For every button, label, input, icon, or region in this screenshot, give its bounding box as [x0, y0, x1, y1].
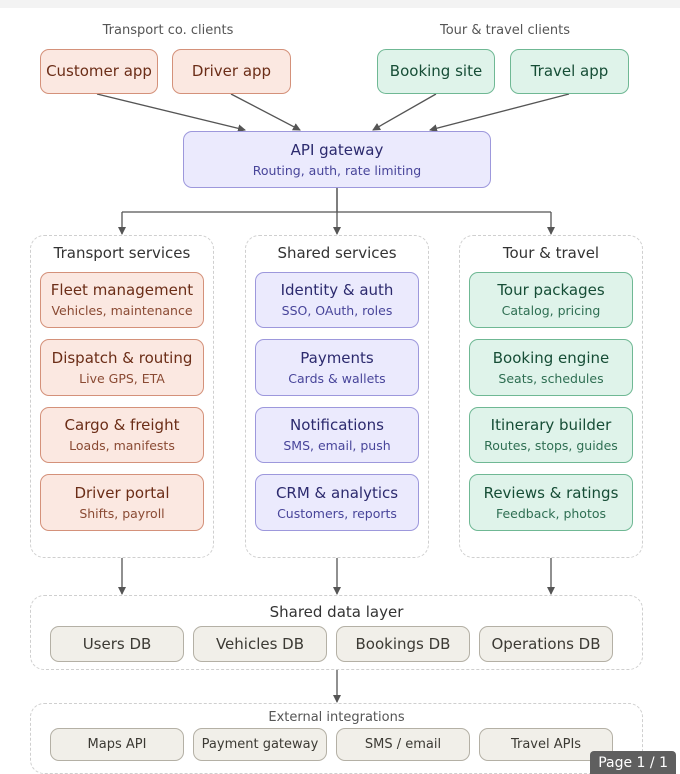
operations-db-box: Operations DB: [479, 626, 613, 662]
shared-services-group: [245, 235, 429, 558]
integration-label: Maps API: [87, 737, 147, 752]
service-subtitle: Routes, stops, guides: [484, 438, 618, 453]
tour-packages-box: Tour packages Catalog, pricing: [469, 272, 633, 328]
crm-analytics-box: CRM & analytics Customers, reports: [255, 474, 419, 531]
api-gateway-title: API gateway: [290, 140, 384, 159]
service-subtitle: SMS, email, push: [283, 438, 391, 453]
shared-data-layer-title: Shared data layer: [269, 603, 404, 621]
arrow-booking-to-gateway: [372, 93, 437, 131]
cargo-freight-box: Cargo & freight Loads, manifests: [40, 407, 204, 463]
arrow-travel-to-gateway: [429, 93, 570, 133]
booking-site-box: Booking site: [377, 49, 495, 94]
travel-app-box: Travel app: [510, 49, 629, 94]
service-title: Tour packages: [497, 281, 605, 299]
dispatch-routing-box: Dispatch & routing Live GPS, ETA: [40, 339, 204, 396]
service-subtitle: SSO, OAuth, roles: [281, 303, 393, 318]
service-subtitle: Loads, manifests: [69, 438, 175, 453]
service-subtitle: Live GPS, ETA: [79, 370, 165, 386]
driver-app-label: Driver app: [191, 62, 272, 80]
fleet-management-box: Fleet management Vehicles, maintenance: [40, 272, 204, 328]
service-title: Driver portal: [74, 483, 170, 502]
tour-clients-label: Tour & travel clients: [440, 23, 570, 38]
service-title: CRM & analytics: [275, 483, 399, 502]
service-title: Itinerary builder: [490, 416, 612, 434]
booking-site-label: Booking site: [389, 62, 483, 80]
service-subtitle: Shifts, payroll: [79, 505, 165, 521]
booking-engine-box: Booking engine Seats, schedules: [469, 339, 633, 396]
tour-travel-title: Tour & travel: [502, 244, 600, 262]
integration-label: SMS / email: [364, 737, 442, 752]
arrow-customer-to-gateway: [96, 93, 246, 133]
top-bar: [0, 0, 680, 8]
shared-data-layer-group: [30, 595, 643, 670]
notifications-box: Notifications SMS, email, push: [255, 407, 419, 463]
api-gateway-box: API gateway Routing, auth, rate limiting: [183, 131, 491, 188]
api-gateway-subtitle: Routing, auth, rate limiting: [252, 162, 422, 178]
maps-api-box: Maps API: [50, 728, 184, 761]
service-subtitle: Vehicles, maintenance: [51, 303, 193, 318]
db-label: Vehicles DB: [215, 634, 305, 653]
users-db-box: Users DB: [50, 626, 184, 662]
service-title: Fleet management: [50, 281, 194, 299]
integration-label: Travel APIs: [510, 737, 582, 752]
transport-services-title: Transport services: [53, 244, 191, 262]
service-subtitle: Feedback, photos: [495, 505, 607, 521]
sms-email-box: SMS / email: [336, 728, 470, 761]
service-title: Identity & auth: [280, 281, 394, 299]
integration-label: Payment gateway: [201, 737, 319, 752]
service-subtitle: Customers, reports: [277, 505, 397, 521]
service-subtitle: Cards & wallets: [288, 370, 386, 386]
external-integrations-title: External integrations: [268, 710, 405, 725]
itinerary-builder-box: Itinerary builder Routes, stops, guides: [469, 407, 633, 463]
tour-travel-group: [459, 235, 643, 558]
transport-clients-label: Transport co. clients: [102, 23, 234, 38]
identity-auth-box: Identity & auth SSO, OAuth, roles: [255, 272, 419, 328]
db-label: Operations DB: [491, 634, 601, 653]
customer-app-box: Customer app: [40, 49, 158, 94]
reviews-ratings-box: Reviews & ratings Feedback, photos: [469, 474, 633, 531]
transport-services-group: [30, 235, 214, 558]
service-title: Dispatch & routing: [51, 348, 193, 367]
service-title: Booking engine: [492, 348, 610, 367]
service-title: Cargo & freight: [64, 416, 180, 434]
arrow-driver-to-gateway: [230, 93, 301, 131]
service-subtitle: Seats, schedules: [498, 370, 604, 386]
page-indicator: Page 1 / 1: [590, 751, 676, 774]
service-subtitle: Catalog, pricing: [501, 303, 601, 318]
customer-app-label: Customer app: [46, 62, 152, 80]
service-title: Notifications: [290, 416, 384, 434]
payment-gateway-box: Payment gateway: [193, 728, 327, 761]
db-label: Users DB: [82, 634, 152, 653]
travel-app-label: Travel app: [530, 62, 609, 80]
db-label: Bookings DB: [355, 634, 451, 653]
shared-services-title: Shared services: [277, 244, 397, 262]
bookings-db-box: Bookings DB: [336, 626, 470, 662]
payments-box: Payments Cards & wallets: [255, 339, 419, 396]
vehicles-db-box: Vehicles DB: [193, 626, 327, 662]
driver-portal-box: Driver portal Shifts, payroll: [40, 474, 204, 531]
driver-app-box: Driver app: [172, 49, 291, 94]
service-title: Reviews & ratings: [483, 483, 619, 502]
service-title: Payments: [300, 348, 374, 367]
